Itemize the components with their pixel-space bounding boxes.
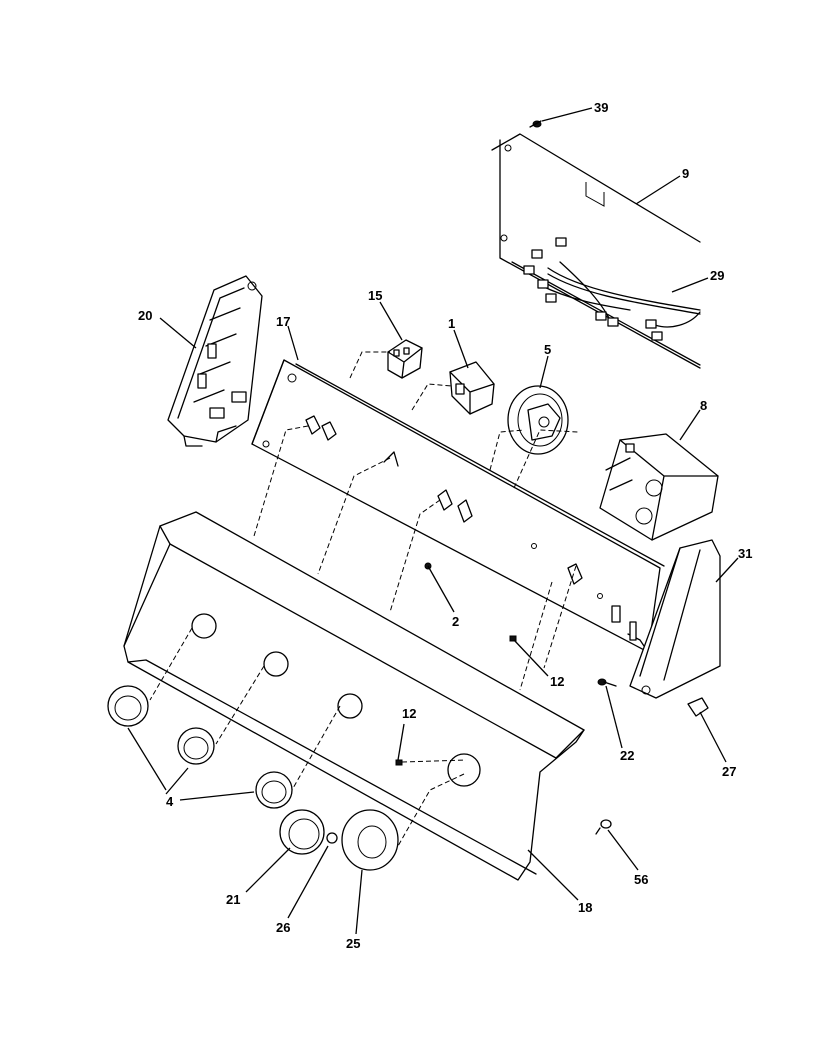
part-15-switch: [387, 339, 423, 379]
callout-8: 8: [700, 398, 707, 413]
part-56-screw: [595, 819, 612, 835]
callout-56: 56: [634, 872, 648, 887]
part-9-rear-panel: [491, 133, 701, 369]
part-17-console-panel: [251, 359, 665, 653]
callout-25: 25: [346, 936, 360, 951]
callout-22: 22: [620, 748, 634, 763]
callout-18: 18: [578, 900, 592, 915]
assembly-lines: [149, 351, 579, 847]
leader-lines: [127, 107, 739, 935]
part-1-selector-switch: [449, 361, 495, 415]
part-26-washer: [326, 832, 338, 844]
callout-29: 29: [710, 268, 724, 283]
callout-12-lower: 12: [402, 706, 416, 721]
part-5-timer-assembly: [507, 385, 569, 455]
callout-39: 39: [594, 100, 608, 115]
callout-9: 9: [682, 166, 689, 181]
part-20-left-end-cap: [167, 275, 263, 447]
part-25-dial: [341, 809, 399, 871]
callout-2: 2: [452, 614, 459, 629]
callout-4: 4: [166, 794, 174, 809]
part-29-wire-harness: [523, 237, 701, 341]
callout-17: 17: [276, 314, 290, 329]
part-21-knob: [279, 809, 325, 855]
callout-20: 20: [138, 308, 152, 323]
part-12-clip-lower: [395, 759, 403, 766]
part-4-knobs: [107, 685, 293, 809]
callout-31: 31: [738, 546, 752, 561]
callout-15: 15: [368, 288, 382, 303]
part-12-clip-upper: [509, 635, 517, 642]
part-22-screw: [597, 678, 617, 687]
part-39-screw: [529, 120, 542, 128]
callout-26: 26: [276, 920, 290, 935]
callout-27: 27: [722, 764, 736, 779]
callout-1: 1: [448, 316, 455, 331]
callout-labels: 39 9 29 20 15 17 1 5 8 31 2 12 12 22 27 …: [138, 100, 752, 951]
callout-12-upper: 12: [550, 674, 564, 689]
callout-21: 21: [226, 892, 240, 907]
part-31-right-end-cap: [629, 539, 721, 699]
part-18-backsplash: [123, 511, 585, 881]
part-27-clip: [687, 697, 709, 717]
callout-5: 5: [544, 342, 551, 357]
part-8-timer: [599, 433, 719, 541]
